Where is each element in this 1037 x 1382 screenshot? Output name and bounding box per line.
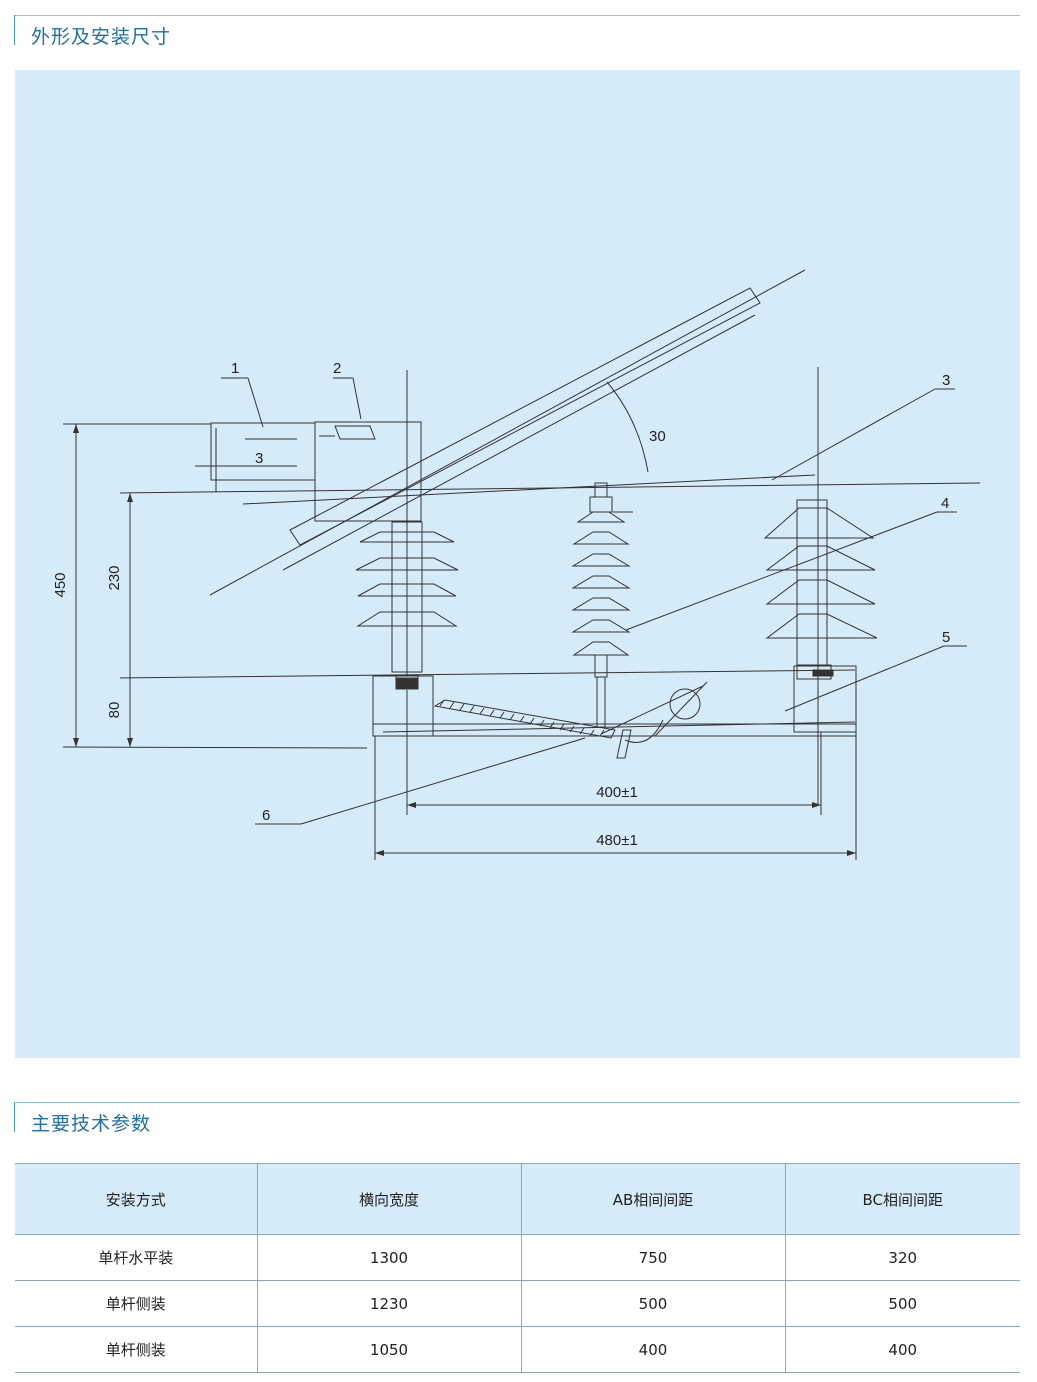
section-title-specs: 主要技术参数: [31, 1113, 152, 1135]
part-label-4: 4: [941, 495, 949, 512]
part-label-1: 1: [231, 360, 239, 377]
table-row: 单杆侧装 1050 400 400: [15, 1326, 1020, 1373]
base-frame: [372, 665, 857, 737]
header-rule: [14, 15, 1020, 16]
section-header-dimensions: 外形及安装尺寸: [14, 15, 1020, 49]
table-cell: 750: [520, 1234, 785, 1281]
table-cell: 320: [784, 1234, 1020, 1281]
header-rule: [14, 1102, 1020, 1103]
right-insulator: [763, 367, 878, 805]
part-label-5: 5: [942, 629, 950, 646]
column-header: 横向宽度: [256, 1163, 521, 1235]
column-header: 安装方式: [15, 1163, 257, 1235]
part-label-6: 6: [262, 807, 270, 824]
center-insulator: [571, 482, 631, 728]
table-row: 单杆水平装 1300 750 320: [15, 1234, 1020, 1281]
table-row: 单杆侧装 1230 500 500: [15, 1280, 1020, 1327]
section-header-specs: 主要技术参数: [14, 1102, 1020, 1136]
section-title-dimensions: 外形及安装尺寸: [31, 26, 172, 48]
horizontal-lines: [62, 423, 981, 749]
dimension-lines: [75, 424, 857, 860]
table-cell: 单杆水平装: [15, 1234, 257, 1281]
table-cell: 1230: [256, 1280, 521, 1327]
dim-label-80: 80: [106, 702, 123, 719]
part-label-2: 2: [333, 360, 341, 377]
table-cell: 400: [784, 1326, 1020, 1373]
column-header: AB相间间距: [520, 1163, 785, 1235]
blade-arm: [209, 269, 806, 596]
table-cell: 1300: [256, 1234, 521, 1281]
table-cell: 单杆侧装: [15, 1280, 257, 1327]
dim-label-230: 230: [106, 565, 123, 590]
table-cell: 500: [784, 1280, 1020, 1327]
dim-label-480: 480±1: [596, 832, 638, 849]
dim-label-400: 400±1: [596, 784, 638, 801]
drawing-svg: 1 2 3 3 4 5 6 30 450 230 80 400±1 480±1: [52, 269, 981, 860]
leader-lines: [221, 377, 967, 825]
table-header-row: 安装方式 横向宽度 AB相间间距 BC相间间距: [15, 1163, 1020, 1235]
header-tick: [14, 1102, 15, 1132]
table-cell: 1050: [256, 1326, 521, 1373]
column-header: BC相间间距: [784, 1163, 1020, 1235]
technical-drawing: 1 2 3 3 4 5 6 30 450 230 80 400±1 480±1: [15, 70, 1020, 1058]
part-label-3a: 3: [255, 450, 263, 467]
table-cell: 400: [520, 1326, 785, 1373]
operating-linkage: [433, 681, 708, 759]
table-cell: 单杆侧装: [15, 1326, 257, 1373]
contact-box: [195, 421, 422, 522]
spec-table: 安装方式 横向宽度 AB相间间距 BC相间间距 单杆水平装 1300 750 3…: [15, 1163, 1020, 1373]
dim-label-450: 450: [52, 572, 69, 597]
part-label-3b: 3: [942, 372, 950, 389]
angle-label: 30: [649, 428, 666, 445]
arrowheads: [73, 424, 856, 856]
left-insulator: [355, 370, 459, 690]
header-tick: [14, 15, 15, 45]
table-cell: 500: [520, 1280, 785, 1327]
